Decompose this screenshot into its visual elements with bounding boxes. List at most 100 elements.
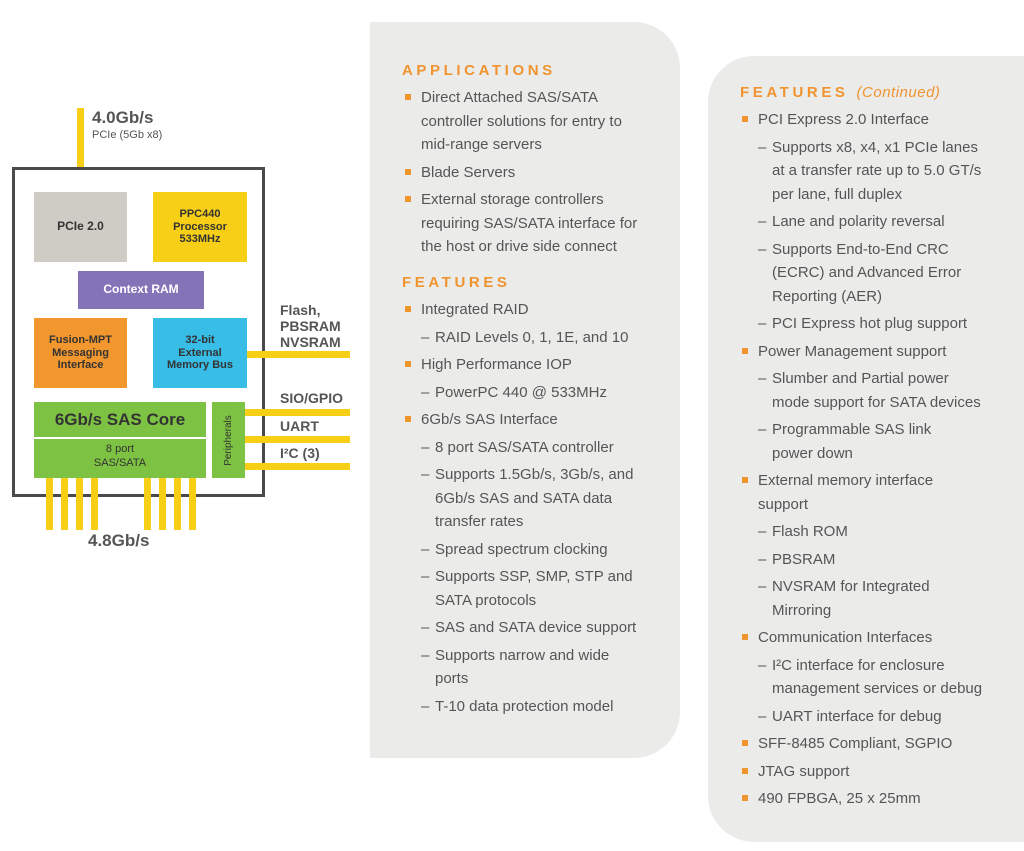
memory-bus-line [247,351,350,358]
feature-bullet: JTAG support [742,760,982,784]
feature-sub-item: –Flash ROM [758,520,982,544]
right-feature-list: PCI Express 2.0 Interface –Supports x8, x… [742,108,983,811]
feature-sub-item: –UART interface for debug [758,705,982,729]
feature-sub-item: –PCI Express hot plug support [758,312,982,336]
feature-sub-item: –NVSRAM for Integrated [758,575,982,599]
feature-text: Reporting (AER) [772,287,883,305]
feature-sub-item: –RAID Levels 0, 1, 1E, and 10 [421,326,637,350]
feature-text: power down [772,444,853,462]
feature-bullet: Direct Attached SAS/SATA [405,86,637,110]
feature-sub-item: –Supports End-to-End CRC [758,238,982,262]
feature-bullet: High Performance IOP [405,353,637,377]
feature-text: External memory interface [758,472,934,489]
square-bullet-icon [742,740,748,746]
feature-text: at a transfer rate up to 5.0 GT/s [772,162,982,179]
feature-text: the host or drive side connect [421,238,617,255]
feature-text: Mirroring [772,601,832,619]
feature-sub-item: –I²C interface for enclosure [758,654,982,678]
feature-sub-item: at a transfer rate up to 5.0 GT/s [758,159,982,183]
ppc440-line-3: 533MHz [179,233,221,246]
ppc440-block: PPC440 Processor 533MHz [153,192,247,262]
feature-bullet: Blade Servers [405,161,637,185]
dash-bullet-icon: – [421,646,430,664]
feature-text: Direct Attached SAS/SATA [421,89,599,106]
feature-sub-item: (ECRC) and Advanced Error [758,261,982,285]
feature-text: Flash ROM [772,523,848,540]
dash-bullet-icon: – [421,328,430,346]
square-bullet-icon [742,477,748,483]
continued-suffix: (Continued) [856,84,941,101]
feature-sub-item: –Supports 1.5Gb/s, 3Gb/s, and [421,463,637,487]
features-heading: FEATURES [402,271,637,295]
feature-bullet: Power Management support [742,340,982,364]
feature-sub-item: transfer rates [421,510,637,534]
feature-text: 490 FPBGA, 25 x 25mm [758,790,921,807]
square-bullet-icon [742,347,748,354]
feature-text: External storage controllers [421,191,604,208]
square-bullet-icon [742,634,748,640]
feature-text: PCI Express 2.0 Interface [758,111,929,128]
square-bullet-icon [742,116,748,122]
memory-bus-block: 32-bit External Memory Bus [153,318,247,388]
context-ram-label: Context RAM [103,282,179,297]
feature-text: Programmable SAS link [772,421,932,438]
uart-line [245,436,350,443]
sas-port-8 [189,478,196,530]
pbsram-label: PBSRAM [280,318,341,334]
feature-sub-item: SATA protocols [421,589,637,613]
feature-text: Communication Interfaces [758,629,933,646]
feature-bullet: 6Gb/s SAS Interface [405,408,637,432]
feature-continuation: mid-range servers [421,133,637,157]
square-bullet-icon [405,196,411,202]
features-continued-title: FEATURES [740,84,849,101]
feature-text: ports [435,670,469,687]
feature-text: Power Management support [758,342,947,360]
feature-sub-item: –T-10 data protection model [421,695,637,719]
feature-sub-item: power down [758,442,982,466]
applications-heading: APPLICATIONS [402,62,556,79]
dash-bullet-icon: – [421,619,430,636]
dash-bullet-icon: – [758,578,767,595]
ppc440-line-1: PPC440 [179,208,221,221]
sas-core-divider [34,437,206,439]
feature-continuation: controller solutions for entry to [421,110,637,134]
feature-sub-item: –SAS and SATA device support [421,616,637,640]
pcie-block-label: PCIe 2.0 [57,219,104,234]
feature-text: (ECRC) and Advanced Error [772,264,962,281]
feature-sub-item: mode support for SATA devices [758,391,982,415]
dash-bullet-icon: – [758,421,767,438]
left-feature-list: Direct Attached SAS/SATA controller solut… [402,86,638,719]
feature-text: Spread spectrum clocking [435,540,608,558]
nvsram-label: NVSRAM [280,334,341,350]
membus-line-1: 32-bit [185,334,215,347]
feature-sub-item: –PBSRAM [758,548,982,572]
feature-sub-item: –Slumber and Partial power [758,367,982,391]
feature-bullet: Communication Interfaces [742,626,982,650]
feature-text: PowerPC 440 @ 533MHz [435,383,607,401]
membus-line-2: External [178,346,222,359]
feature-bullet: SFF-8485 Compliant, SGPIO [742,732,982,756]
feature-sub-item: –Spread spectrum clocking [421,538,637,562]
sas-port-4 [91,478,98,530]
feature-bullet: Integrated RAID [405,298,637,322]
fusion-line-1: Fusion-MPT [49,334,112,347]
feature-text: requiring SAS/SATA interface for [421,214,638,232]
feature-text: Supports narrow and wide [435,646,610,664]
feature-text: support [758,495,809,513]
membus-line-3: Memory Bus [166,359,234,372]
feature-sub-item: –Lane and polarity reversal [758,210,982,234]
feature-continuation: support [758,493,982,517]
dash-bullet-icon: – [758,240,767,258]
feature-text: management services or debug [772,680,983,697]
sas-port-5 [144,478,151,530]
feature-text: Slumber and Partial power [772,370,949,387]
sio-gpio-line [245,409,350,416]
dash-bullet-icon: – [421,438,430,456]
feature-sub-item: –Supports x8, x4, x1 PCIe lanes [758,136,982,160]
pcie-lanes-label: PCIe (5Gb x8) [92,129,163,141]
feature-bullet: External storage controllers [405,188,637,212]
feature-text: I²C interface for enclosure [772,656,945,674]
sas-port-2 [61,478,68,530]
square-bullet-icon [405,361,411,367]
feature-sub-item: Mirroring [758,599,982,623]
